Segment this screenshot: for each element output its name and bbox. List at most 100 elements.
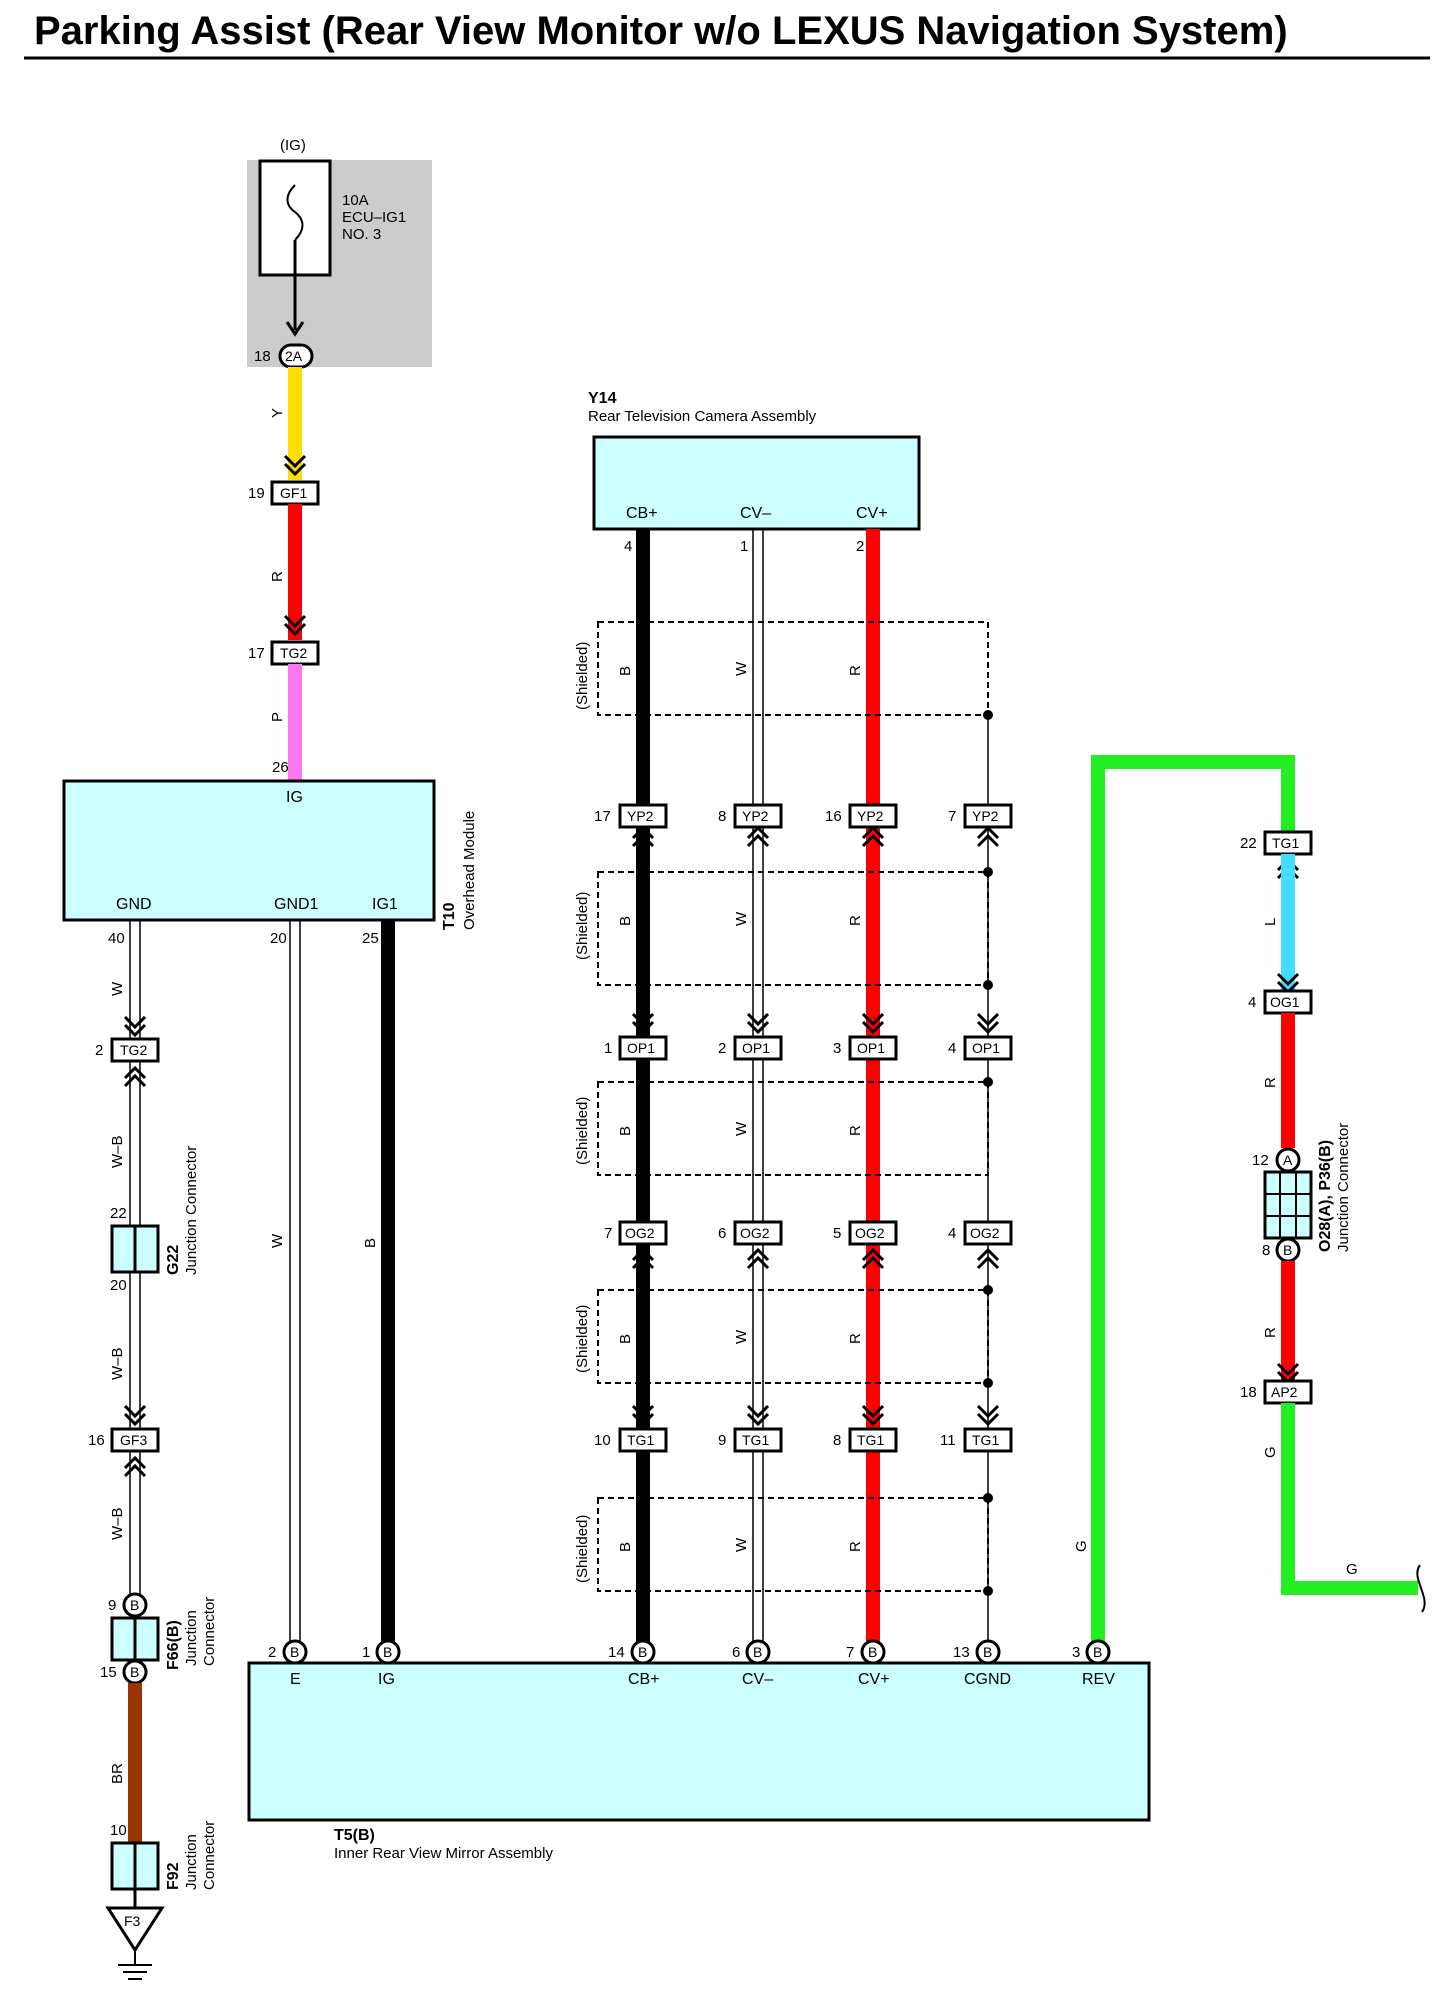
mirror-terminal-e-conn: B bbox=[290, 1644, 299, 1660]
mirror-terminal-rev-conn: B bbox=[1093, 1644, 1102, 1660]
junction-o28-conn-a-label: A bbox=[1283, 1152, 1293, 1168]
fuse-icon bbox=[286, 184, 304, 241]
connector-gf3-label: GF3 bbox=[120, 1432, 147, 1448]
mirror-terminal-ig: B 1 IG bbox=[362, 1639, 401, 1688]
mirror-terminal-ig-conn: B bbox=[383, 1644, 392, 1660]
connector-gf1: GF1 19 bbox=[248, 480, 320, 506]
shield-group-2: (Shielded) B W R bbox=[574, 867, 993, 990]
wire-rev-green bbox=[1091, 755, 1295, 1642]
overhead-module-pin-ig1: 25 bbox=[362, 930, 379, 947]
overhead-module-term-gnd: GND bbox=[116, 896, 152, 913]
wire-label-g-right-horizontal: G bbox=[1346, 1561, 1358, 1578]
mirror-terminal-ig-pin: 1 bbox=[362, 1644, 370, 1661]
og2-label-4: OG2 bbox=[970, 1225, 1000, 1241]
shield-1-label-w: W bbox=[733, 661, 750, 676]
wire-label-g-right-vertical: G bbox=[1262, 1446, 1279, 1458]
junction-g22-name: Junction Connector bbox=[183, 1146, 200, 1275]
mirror-terminal-ig-label: IG bbox=[378, 1671, 395, 1688]
mirror-terminal-rev: B 3 REV bbox=[1072, 1639, 1115, 1688]
fuse-block: (IG) 10A ECU–IG1 NO. 3 2A 18 bbox=[247, 137, 432, 369]
op1-pin-3: 3 bbox=[833, 1040, 841, 1057]
wire-cvminus-white bbox=[752, 529, 764, 1642]
wire-label-r-top: R bbox=[269, 571, 286, 582]
junction-o28-pin-top: 12 bbox=[1252, 1152, 1269, 1169]
junction-g22-pin-top: 22 bbox=[110, 1205, 127, 1222]
camera-pin-cvplus: 2 bbox=[856, 538, 864, 555]
junction-f66: B 9 B 15 F66(B) Junction Connector bbox=[100, 1592, 218, 1685]
connector-tg2-left-box bbox=[110, 1037, 160, 1063]
wire-gnd1-white bbox=[289, 920, 301, 1642]
overhead-module-pin-ig: 26 bbox=[272, 759, 289, 776]
camera-term-cvplus: CV+ bbox=[856, 505, 888, 522]
shield-group-3: (Shielded) B W R bbox=[574, 1077, 993, 1176]
connector-tg1-right: TG1 22 bbox=[1240, 830, 1313, 856]
mirror-terminal-rev-label: REV bbox=[1082, 1671, 1115, 1688]
wire-label-wb-1: W–B bbox=[109, 1135, 126, 1168]
ground-icon: F3 bbox=[105, 1906, 165, 1980]
overhead-module-term-ig1: IG1 bbox=[372, 896, 398, 913]
page-title: Parking Assist (Rear View Monitor w/o LE… bbox=[34, 9, 1288, 53]
wire-label-r-right-lower: R bbox=[1262, 1327, 1279, 1338]
connector-og1-right-pin: 4 bbox=[1248, 994, 1256, 1011]
connector-row-op1: OP1 OP1 OP1 OP1 1 2 3 4 bbox=[604, 1012, 1013, 1061]
connector-tg2-left-pin: 2 bbox=[95, 1042, 103, 1059]
wire-label-p: P bbox=[269, 712, 286, 722]
camera-assembly-box bbox=[592, 435, 921, 531]
mirror-terminal-cgnd-label: CGND bbox=[964, 1671, 1011, 1688]
junction-o28-box bbox=[1263, 1170, 1313, 1240]
shield-group-1: (Shielded) B W R bbox=[574, 621, 993, 812]
mirror-terminal-e: B 2 E bbox=[268, 1639, 308, 1688]
yp2-label-1: YP2 bbox=[627, 808, 654, 824]
fuse-rating: 10A bbox=[342, 192, 369, 209]
connector-ap2: AP2 18 bbox=[1240, 1379, 1313, 1405]
wire-wb-2 bbox=[129, 1272, 141, 1428]
junction-o28-p36: A 12 B 8 O28(A), P36(B) Junction Connect… bbox=[1252, 1123, 1352, 1263]
shield-label-4: (Shielded) bbox=[574, 1305, 591, 1373]
junction-f66-conn-bottom-label: B bbox=[130, 1664, 139, 1680]
junction-f92-pin: 10 bbox=[110, 1822, 127, 1839]
op1-pin-2: 2 bbox=[718, 1040, 726, 1057]
yp2-pin-3: 16 bbox=[825, 808, 842, 825]
connector-row-tg1: TG1 TG1 TG1 TG1 10 9 8 11 bbox=[594, 1404, 1013, 1453]
camera-assembly-name: Rear Television Camera Assembly bbox=[588, 408, 817, 425]
wire-continuation-icon bbox=[1416, 1564, 1426, 1613]
overhead-module-pin-gnd1: 20 bbox=[270, 930, 287, 947]
shield-1-label-b: B bbox=[617, 666, 634, 676]
fuse-number: NO. 3 bbox=[342, 226, 381, 243]
mirror-terminal-e-pin: 2 bbox=[268, 1644, 276, 1661]
shield-3-label-r: R bbox=[847, 1125, 864, 1136]
connector-ap2-label: AP2 bbox=[1271, 1384, 1298, 1400]
mirror-terminal-cbplus: B 14 CB+ bbox=[608, 1639, 660, 1688]
mirror-assembly-name: Inner Rear View Mirror Assembly bbox=[334, 1845, 553, 1862]
wire-label-w-gnd1: W bbox=[269, 1233, 286, 1248]
camera-assembly-id: Y14 bbox=[588, 390, 617, 407]
connector-row-yp2: YP2 YP2 YP2 YP2 17 8 16 7 bbox=[594, 803, 1013, 848]
camera-assembly: Y14 Rear Television Camera Assembly CB+ … bbox=[588, 390, 921, 555]
mirror-terminal-cvminus-pin: 6 bbox=[732, 1644, 740, 1661]
wire-label-wb-3: W–B bbox=[109, 1507, 126, 1540]
shield-group-5: (Shielded) B W R bbox=[574, 1493, 993, 1596]
junction-g22: 22 20 G22 Junction Connector bbox=[110, 1146, 200, 1294]
junction-f66-conn-top bbox=[122, 1592, 148, 1618]
mirror-terminal-rev-pin: 3 bbox=[1072, 1644, 1080, 1661]
overhead-module-box bbox=[62, 779, 436, 922]
connector-gf1-label: GF1 bbox=[280, 485, 307, 501]
shield-4-label-w: W bbox=[733, 1329, 750, 1344]
tg1-label-1: TG1 bbox=[627, 1432, 654, 1448]
mirror-terminal-cvminus-label: CV– bbox=[742, 1671, 773, 1688]
shield-2-label-w: W bbox=[733, 911, 750, 926]
camera-pin-cvminus: 1 bbox=[740, 538, 748, 555]
junction-f66-pin-top: 9 bbox=[108, 1597, 116, 1614]
mirror-terminal-cvplus-conn: B bbox=[868, 1644, 877, 1660]
mirror-terminal-cgnd: B 13 CGND bbox=[953, 1639, 1011, 1688]
shield-5-label-b: B bbox=[617, 1542, 634, 1552]
junction-g22-id: G22 bbox=[165, 1245, 182, 1275]
og2-label-2: OG2 bbox=[740, 1225, 770, 1241]
mirror-assembly-id: T5(B) bbox=[334, 1827, 375, 1844]
mirror-assembly: B 2 E B 1 IG B 14 CB+ B 6 CV– B 7 CV+ bbox=[247, 1639, 1151, 1862]
camera-pin-cbplus: 4 bbox=[624, 538, 632, 555]
camera-term-cvminus: CV– bbox=[740, 505, 771, 522]
junction-f92-name-2: Connector bbox=[201, 1821, 218, 1890]
yp2-pin-4: 7 bbox=[948, 808, 956, 825]
overhead-module-term-ig: IG bbox=[286, 789, 303, 806]
